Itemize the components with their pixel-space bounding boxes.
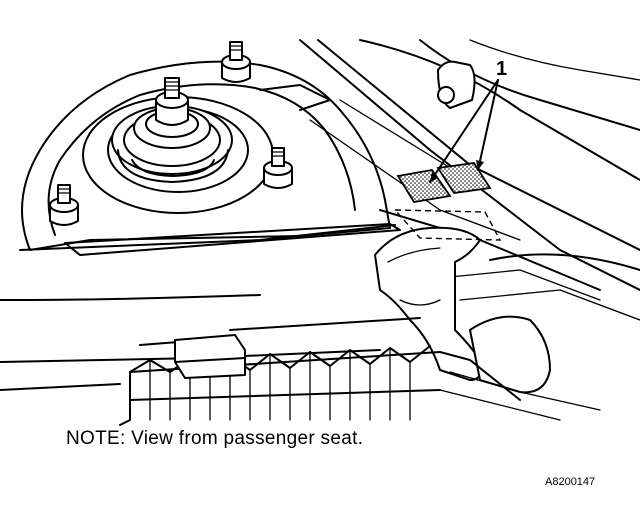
strut-mount bbox=[82, 96, 274, 214]
view-note: NOTE: View from passenger seat. bbox=[66, 428, 364, 449]
callout-label: 1 bbox=[496, 58, 508, 80]
mount-stud bbox=[263, 147, 293, 189]
mount-stud bbox=[49, 184, 79, 226]
body-panel-lines bbox=[0, 39, 640, 391]
callout-leader bbox=[429, 79, 499, 183]
strut-tower bbox=[21, 60, 401, 256]
figure-id: A8200147 bbox=[545, 476, 596, 488]
vin-plates bbox=[396, 162, 492, 203]
grille-clip bbox=[174, 334, 246, 379]
strut-mount-nut bbox=[155, 77, 189, 126]
reservoir-cap bbox=[437, 60, 476, 109]
mount-stud bbox=[221, 41, 251, 83]
location-outline bbox=[393, 209, 502, 241]
inner-panel bbox=[374, 226, 551, 394]
